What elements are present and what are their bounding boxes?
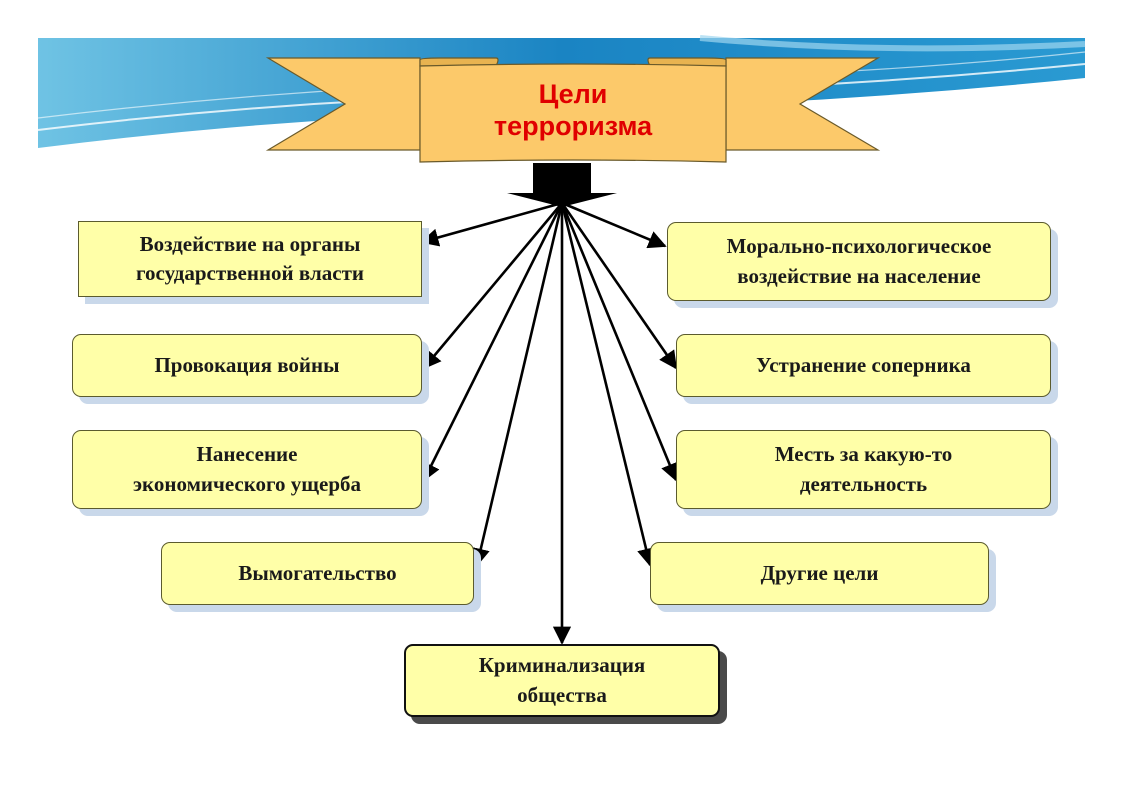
goal-text: Нанесение (196, 442, 298, 467)
goal-text: экономического ущерба (132, 471, 362, 496)
goal-text: государственной власти (136, 261, 364, 285)
goal-text: общества (517, 682, 607, 707)
goal-box-revenge: Месть за какую-то деятельность (676, 430, 1051, 509)
goal-text: Вымогательство (238, 560, 397, 585)
goal-box-eliminate-rival: Устранение соперника (676, 334, 1051, 397)
arrow-to-economic (422, 202, 564, 482)
goal-box-criminalization: Криминализация общества (404, 644, 720, 717)
diagram-title: Цели терроризма (420, 78, 726, 141)
arrow-to-other (560, 202, 655, 567)
connector-arrows (420, 201, 679, 645)
goal-text: Криминализация (478, 653, 646, 678)
goal-text: воздействие на население (737, 263, 981, 288)
arrow-to-revenge (560, 202, 679, 482)
goal-text: Морально-психологическое (726, 234, 992, 259)
pointer-block-arrow (507, 163, 617, 207)
goal-text: деятельность (799, 471, 928, 496)
goal-box-extortion: Вымогательство (161, 542, 474, 605)
title-line-2: терроризма (493, 111, 653, 141)
title-banner (265, 57, 881, 163)
goal-text: Провокация войны (154, 352, 340, 377)
arrow-to-psychological (561, 201, 667, 249)
arrow-to-war (422, 202, 563, 370)
arrow-to-rival (560, 202, 678, 370)
goal-box-psychological-impact: Морально-психологическое воздействие на … (667, 222, 1051, 301)
goal-box-economic-damage: Нанесение экономического ущерба (72, 430, 422, 509)
goal-text: Месть за какую-то (774, 442, 953, 467)
goal-box-government-influence: Воздействие на органы государственной вл… (78, 221, 422, 297)
arrow-to-government (420, 201, 563, 247)
goal-text: Другие цели (760, 560, 879, 585)
goal-text: Устранение соперника (756, 352, 971, 377)
goal-text: Воздействие на органы (139, 231, 361, 256)
arrow-to-extortion (471, 202, 564, 567)
goal-box-provoke-war: Провокация войны (72, 334, 422, 397)
goal-box-other-goals: Другие цели (650, 542, 989, 605)
title-line-1: Цели (538, 78, 608, 109)
